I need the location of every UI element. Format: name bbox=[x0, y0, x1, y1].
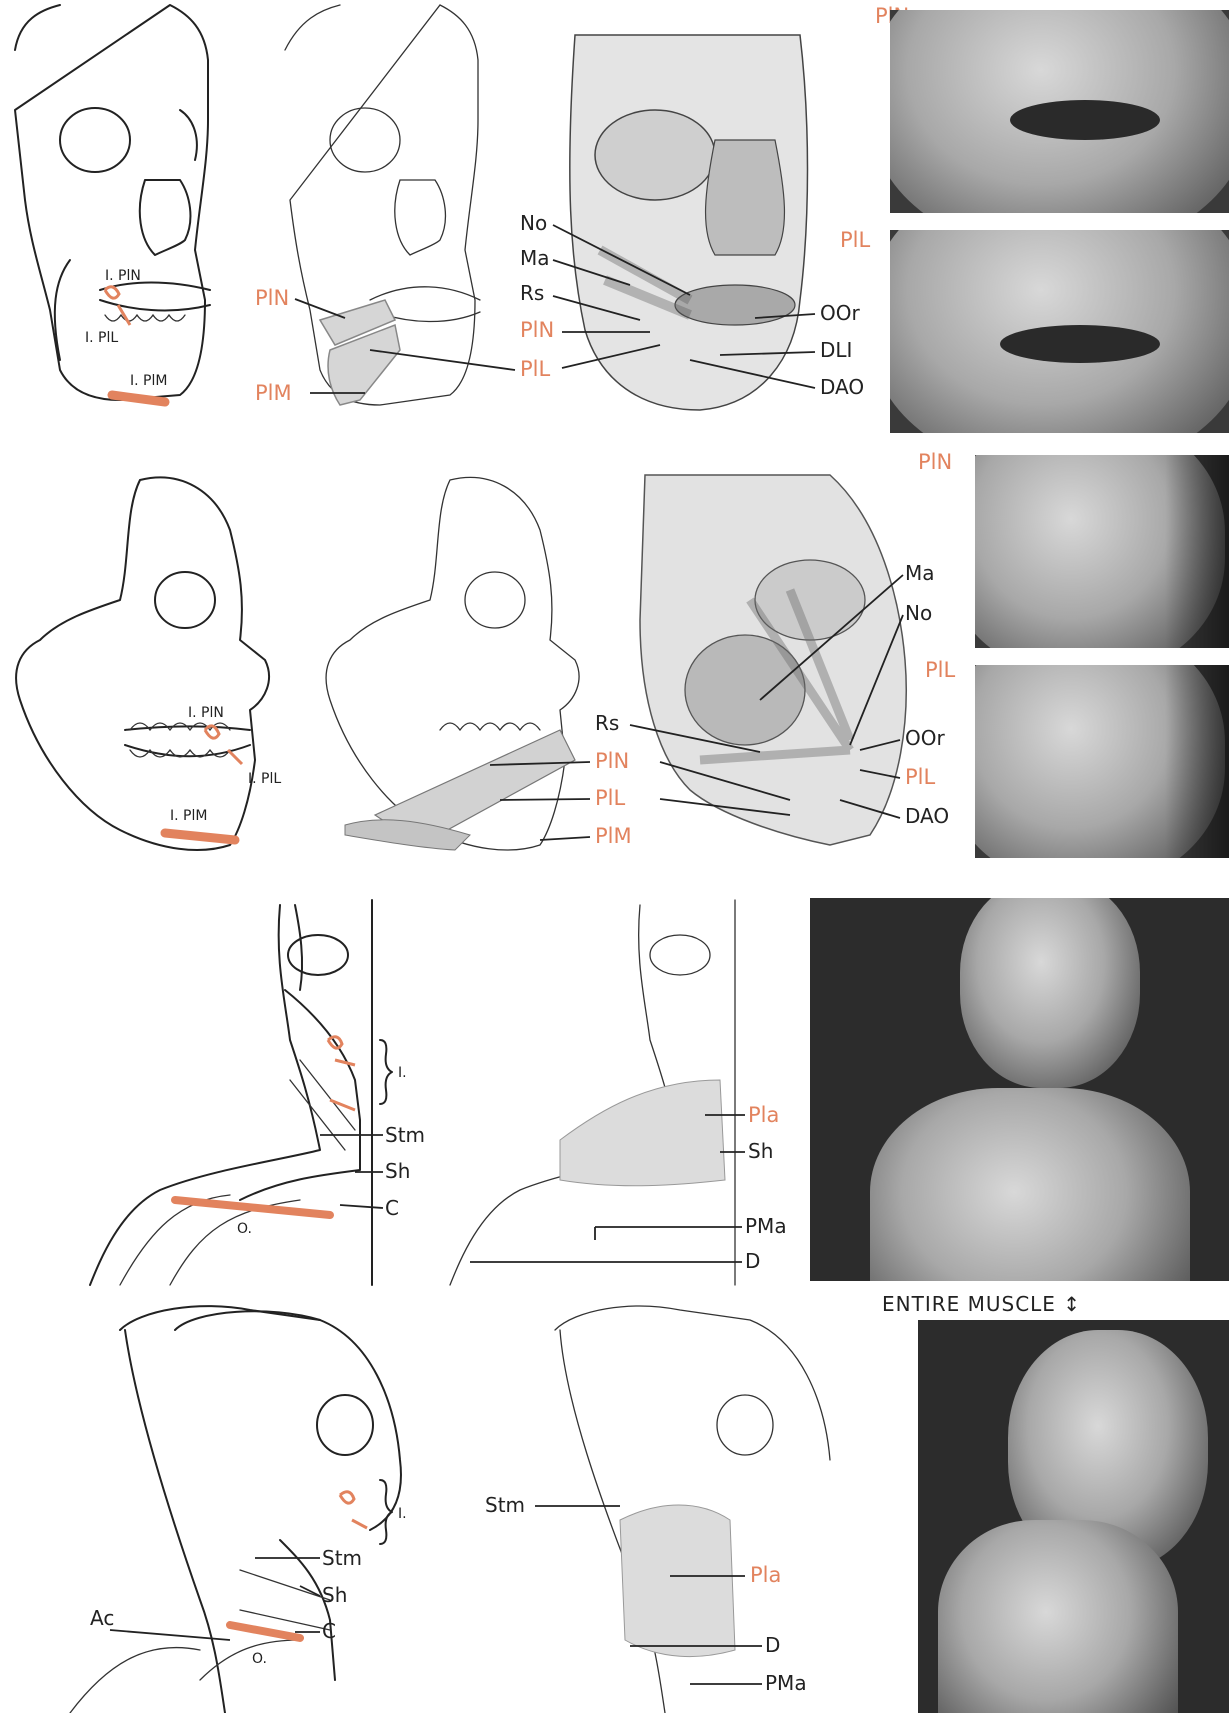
front-skull-2: PlN PlM bbox=[255, 5, 480, 405]
label-sh-2: Sh bbox=[748, 1139, 773, 1163]
neck-front-1: I. Stm Sh C O. bbox=[90, 900, 425, 1285]
photo-face-pln-front bbox=[890, 10, 1229, 213]
label-ma-2: Ma bbox=[905, 561, 935, 585]
label-i-neck-2: I. bbox=[398, 1506, 407, 1522]
label-ac: Ac bbox=[90, 1606, 114, 1630]
face-skin bbox=[960, 898, 1140, 1088]
photo-neck-front bbox=[810, 898, 1229, 1281]
photo-face-pll-front bbox=[890, 230, 1229, 433]
label-pln-2: PlN bbox=[520, 318, 554, 342]
label-pll-3: PlL bbox=[595, 786, 625, 810]
label-no-2: No bbox=[905, 601, 932, 625]
label-pla-2: Pla bbox=[750, 1563, 781, 1587]
label-d: D bbox=[745, 1249, 760, 1273]
shadow bbox=[1165, 455, 1229, 648]
label-pln: PlN bbox=[255, 286, 289, 310]
neck-front-2: Pla Sh PMa D bbox=[450, 900, 787, 1285]
photo-face-pln-side bbox=[975, 455, 1229, 648]
label-pma: PMa bbox=[745, 1214, 787, 1238]
photo-label-pll-2: PlL bbox=[925, 658, 955, 682]
photo-label-pln-2-text: PlN bbox=[918, 450, 952, 474]
label-rs: Rs bbox=[520, 281, 544, 305]
label-i-plm: I. PlM bbox=[130, 373, 167, 389]
neck-lateral-2: Stm Pla D PMa bbox=[485, 1306, 830, 1713]
label-dao: DAO bbox=[820, 375, 864, 399]
label-pll-4: PlL bbox=[905, 765, 935, 789]
label-pla: Pla bbox=[748, 1103, 779, 1127]
label-dao-2: DAO bbox=[905, 804, 949, 828]
label-plm: PlM bbox=[255, 381, 292, 405]
facial-muscles-lateral: Ma No Rs OOr PlL DAO bbox=[595, 475, 949, 845]
label-c-2: C bbox=[322, 1619, 336, 1643]
label-pll-shared: PlL bbox=[520, 357, 550, 381]
photo-label-pll-2-text: PlL bbox=[925, 658, 955, 682]
label-dli: DLI bbox=[820, 338, 852, 362]
label-i-pln: I. PlN bbox=[105, 268, 141, 284]
label-oor-2: OOr bbox=[905, 726, 945, 750]
lips bbox=[1000, 325, 1160, 363]
label-i-pll-2: I. PlL bbox=[248, 771, 281, 787]
label-i-pll: I. PlL bbox=[85, 330, 118, 346]
lateral-skull-2: PlN PlL PlM bbox=[326, 477, 632, 850]
label-no: No bbox=[520, 211, 547, 235]
label-pln-3: PlN bbox=[595, 749, 629, 773]
neck-skin bbox=[938, 1520, 1178, 1713]
photo-label-pll-text: PlL bbox=[840, 228, 870, 252]
label-c: C bbox=[385, 1196, 399, 1220]
label-stm: Stm bbox=[385, 1123, 425, 1147]
lateral-skull-1: I. PlN I. PlL I. PlM bbox=[16, 477, 281, 850]
label-o-2: O. bbox=[252, 1651, 267, 1667]
photo-label-pll: PlL bbox=[840, 228, 870, 252]
front-skull-1: I. PlN I. PlL I. PlM bbox=[15, 5, 210, 402]
label-pma-2: PMa bbox=[765, 1671, 807, 1695]
shadow bbox=[1165, 665, 1229, 858]
neck-lateral-1: I. Stm Sh Ac C O. bbox=[70, 1306, 407, 1713]
label-plm-3: PlM bbox=[595, 824, 632, 848]
label-sh-3: Sh bbox=[322, 1583, 347, 1607]
label-o: O. bbox=[237, 1221, 252, 1237]
lips bbox=[1010, 100, 1160, 140]
label-stm-3: Stm bbox=[485, 1493, 525, 1517]
label-stm-2: Stm bbox=[322, 1546, 362, 1570]
photo-label-pln-2: PlN bbox=[918, 450, 952, 474]
photo-face-pll-side bbox=[975, 665, 1229, 858]
label-rs-2: Rs bbox=[595, 711, 619, 735]
label-d-2: D bbox=[765, 1633, 780, 1657]
label-ma: Ma bbox=[520, 246, 550, 270]
label-i-pln-2: I. PlN bbox=[188, 705, 224, 721]
photo-neck-side bbox=[918, 1320, 1229, 1713]
neck-skin bbox=[870, 1088, 1190, 1281]
facial-muscles-front: No Ma Rs PlN OOr DLI DAO bbox=[520, 35, 864, 410]
caption-entire-muscle: ENTIRE MUSCLE ↕ bbox=[882, 1292, 1081, 1316]
label-oor: OOr bbox=[820, 301, 860, 325]
label-i-neck: I. bbox=[398, 1065, 407, 1081]
label-sh: Sh bbox=[385, 1159, 410, 1183]
caption-text: ENTIRE MUSCLE bbox=[882, 1292, 1056, 1316]
label-i-plm-2: I. PlM bbox=[170, 808, 207, 824]
